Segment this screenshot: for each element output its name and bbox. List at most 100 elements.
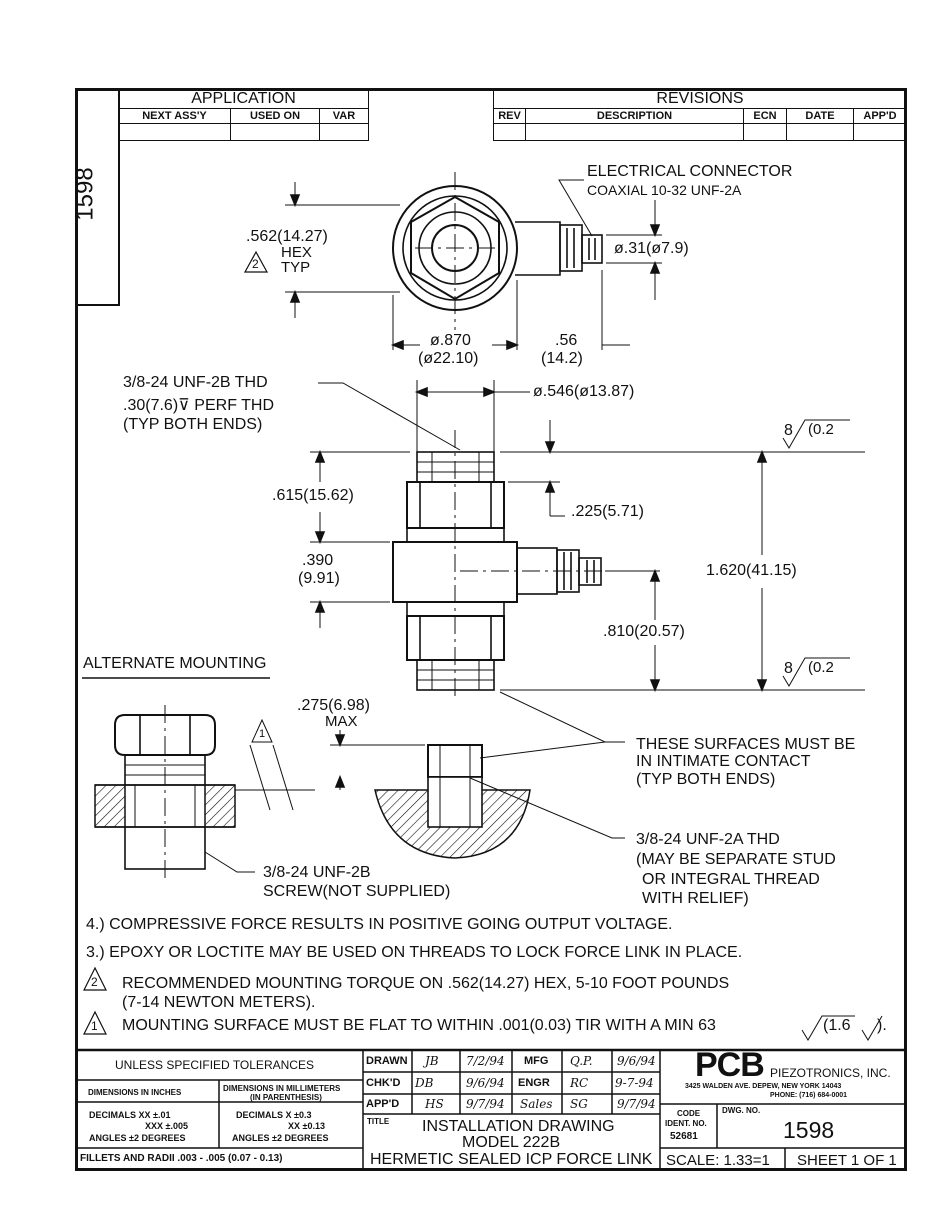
revisions-row-appd <box>853 123 907 141</box>
stud-note-1: 3/8-24 UNF-2A THD <box>636 831 780 848</box>
company-logo: PCB <box>695 1046 765 1084</box>
dimension-total: 1.620(41.15) <box>706 562 797 579</box>
stud-note-4: WITH RELIEF) <box>642 890 749 907</box>
sales-date: 9/7/94 <box>617 1097 656 1111</box>
alternate-mounting-drawing <box>82 677 625 880</box>
face-diameter: ø.546(ø13.87) <box>533 383 635 400</box>
appd-date: 9/7/94 <box>466 1097 505 1111</box>
chkd-label: CHK'D <box>366 1077 401 1089</box>
chkd-by: DB <box>415 1076 434 1090</box>
connector-length-in: .56 <box>555 332 578 349</box>
contact-note-1: THESE SURFACES MUST BE <box>636 736 856 753</box>
dwg-label: DWG. NO. <box>722 1106 761 1115</box>
connector-length-mm: (14.2) <box>541 350 583 367</box>
note-3: 3.) EPOXY OR LOCTITE MAY BE USED ON THRE… <box>86 944 743 961</box>
company-phone: PHONE: (716) 684-0001 <box>770 1092 848 1099</box>
inch-angles: ANGLES ±2 DEGREES <box>89 1133 186 1143</box>
drawing-title-3: HERMETIC SEALED ICP FORCE LINK <box>370 1151 653 1168</box>
code-label-2: IDENT. NO. <box>665 1119 707 1128</box>
engr-date: 9-7-94 <box>615 1076 654 1090</box>
mm-angles: ANGLES ±2 DEGREES <box>232 1133 329 1143</box>
note-4: 4.) COMPRESSIVE FORCE RESULTS IN POSITIV… <box>86 916 673 933</box>
screw-note-2: SCREW(NOT SUPPLIED) <box>263 883 451 900</box>
contact-note-2: IN INTIMATE CONTACT <box>636 753 811 770</box>
body-diameter-in: ø.870 <box>430 332 471 349</box>
dimension-225: .225(5.71) <box>571 503 644 520</box>
finish-top-roughness: (0.2 <box>808 421 834 438</box>
note-1-end: ). <box>877 1017 887 1034</box>
thread-note-1: 3/8-24 UNF-2B THD <box>123 374 268 391</box>
dimension-390-in: .390 <box>302 552 334 569</box>
note-2-line-2: (7-14 NEWTON METERS). <box>122 994 316 1011</box>
drawn-by: JB <box>425 1054 439 1068</box>
flatness-flag-number: 1 <box>259 728 266 740</box>
mfg-date: 9/6/94 <box>617 1054 656 1068</box>
body-diameter-mm: (ø22.10) <box>418 350 479 367</box>
hex-note: HEX <box>281 244 312 261</box>
connector-label-2: COAXIAL 10-32 UNF-2A <box>587 182 742 198</box>
side-tab <box>75 88 120 306</box>
drawing-title-2: MODEL 222B <box>462 1134 561 1151</box>
application-row-var <box>319 123 369 141</box>
code-value: 52681 <box>670 1131 698 1142</box>
mm-header-1: DIMENSIONS IN MILLIMETERS <box>223 1084 341 1093</box>
mm-decimals-2: XX ±0.13 <box>288 1121 325 1131</box>
mfg-label: MFG <box>524 1055 549 1067</box>
company-name: PIEZOTRONICS, INC. <box>770 1066 891 1080</box>
mfg-by: Q.P. <box>570 1054 593 1068</box>
finish-top-value: 8 <box>784 422 793 439</box>
stud-note-2: (MAY BE SEPARATE STUD <box>636 851 836 868</box>
connector-label-1: ELECTRICAL CONNECTOR <box>587 163 793 180</box>
inch-decimals-2: XXX ±.005 <box>145 1121 188 1131</box>
title-block-grid <box>75 1048 907 1171</box>
note-2-flag <box>83 966 107 991</box>
note-2-flag-number: 2 <box>91 975 98 989</box>
alternate-mounting-title: ALTERNATE MOUNTING <box>83 655 267 672</box>
max-label: MAX <box>325 713 358 730</box>
title-label: TITLE <box>367 1117 390 1126</box>
thread-note-2: .30(7.6)⊽ PERF THD <box>123 397 275 414</box>
drawn-label: DRAWN <box>366 1055 408 1067</box>
stud-note-3: OR INTEGRAL THREAD <box>642 871 820 888</box>
sheet: SHEET 1 OF 1 <box>797 1152 897 1169</box>
dimension-390-mm: (9.91) <box>298 570 340 587</box>
finish-bottom-roughness: (0.2 <box>808 659 834 676</box>
drawing-frame <box>75 88 907 1171</box>
top-view-drawing <box>285 172 662 351</box>
code-label-1: CODE <box>677 1109 701 1118</box>
drawn-date: 7/2/94 <box>466 1054 505 1068</box>
chkd-date: 9/6/94 <box>466 1076 505 1090</box>
mm-decimals-1: DECIMALS X ±0.3 <box>236 1110 312 1120</box>
note-1-flag <box>83 1010 107 1035</box>
max-dimension: .275(6.98) <box>297 697 370 714</box>
engr-by: RC <box>570 1076 589 1090</box>
note-1-flag-number: 1 <box>91 1019 98 1033</box>
inch-header: DIMENSIONS IN INCHES <box>88 1088 182 1097</box>
side-view-drawing <box>310 380 865 700</box>
screw-note-1: 3/8-24 UNF-2B <box>263 864 371 881</box>
sales-by: SG <box>570 1097 588 1111</box>
dimension-810: .810(20.57) <box>603 623 685 640</box>
dwg-number: 1598 <box>783 1117 835 1143</box>
mm-header-2: (IN PARENTHESIS) <box>250 1093 322 1102</box>
finish-bottom-value: 8 <box>784 660 793 677</box>
fillets-note: FILLETS AND RADII .003 - .005 (0.07 - 0.… <box>80 1153 283 1164</box>
contact-note-3: (TYP BOTH ENDS) <box>636 771 776 788</box>
scale: SCALE: 1.33=1 <box>666 1152 770 1169</box>
appd-by: HS <box>425 1097 444 1111</box>
hex-dimension: .562(14.27) <box>246 228 328 245</box>
hex-flag <box>243 250 269 273</box>
note-1-roughness: (1.6 <box>823 1017 851 1034</box>
connector-diameter: ø.31(ø7.9) <box>614 240 689 257</box>
hex-typ: TYP <box>281 259 311 276</box>
inch-decimals-1: DECIMALS XX ±.01 <box>89 1110 171 1120</box>
sales-label: Sales <box>520 1097 553 1111</box>
appd-label: APP'D <box>366 1098 400 1110</box>
drawing-title-1: INSTALLATION DRAWING <box>422 1118 615 1135</box>
note-2-line-1: RECOMMENDED MOUNTING TORQUE ON .562(14.2… <box>122 975 730 992</box>
company-address: 3425 WALDEN AVE. DEPEW, NEW YORK 14043 <box>685 1083 842 1090</box>
tolerances-title: UNLESS SPECIFIED TOLERANCES <box>115 1058 314 1072</box>
dimension-615: .615(15.62) <box>272 487 354 504</box>
note-1-line: MOUNTING SURFACE MUST BE FLAT TO WITHIN … <box>122 1017 716 1034</box>
